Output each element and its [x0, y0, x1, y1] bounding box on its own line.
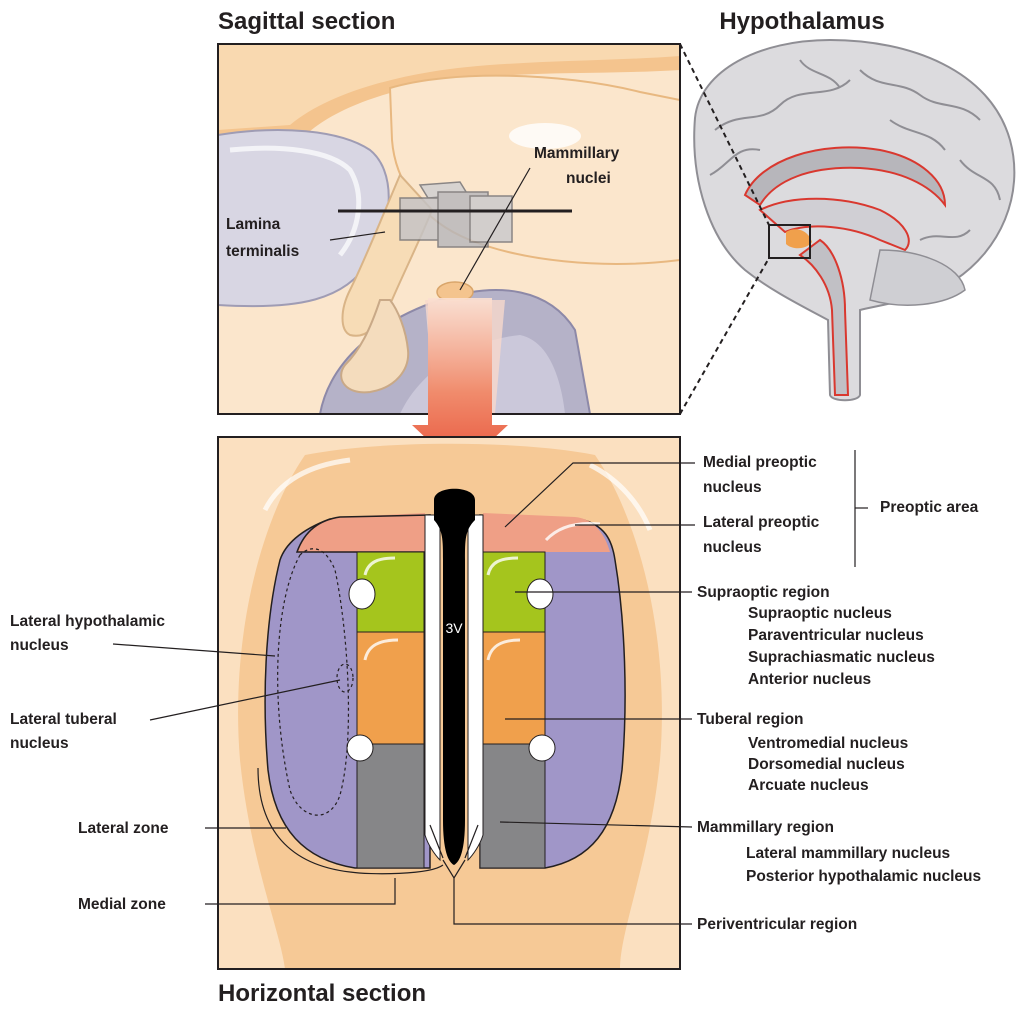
lamina-label-line1: Lamina: [226, 216, 281, 233]
lamina-label-line2: terminalis: [226, 243, 299, 260]
hypothalamus-title: Hypothalamus: [719, 8, 884, 35]
horizontal-section-panel: 3V: [218, 437, 680, 969]
supraoptic-region-label: Supraoptic region: [697, 584, 830, 601]
lateral-zone-label: Lateral zone: [78, 820, 169, 837]
arcuate-nucleus-label: Arcuate nucleus: [748, 777, 869, 794]
supraoptic-nucleus-label: Supraoptic nucleus: [748, 605, 892, 622]
horizontal-section-title: Horizontal section: [218, 980, 426, 1007]
lateral-tuberal-label-line2: nucleus: [10, 735, 69, 752]
lateral-mammillary-nucleus-label: Lateral mammillary nucleus: [746, 845, 950, 862]
brain-illustration: [680, 40, 1014, 414]
preoptic-area-label: Preoptic area: [880, 499, 979, 516]
mammillary-label-line1: Mammillary: [534, 145, 620, 162]
medial-preoptic-label-line2: nucleus: [703, 479, 762, 496]
posterior-hypothalamic-nucleus-label: Posterior hypothalamic nucleus: [746, 868, 981, 885]
lateral-hypothalamic-label-line2: nucleus: [10, 637, 69, 654]
paraventricular-nucleus-label: Paraventricular nucleus: [748, 627, 924, 644]
medial-preoptic-label-line1: Medial preoptic: [703, 454, 817, 471]
medial-zone-label: Medial zone: [78, 896, 166, 913]
lateral-hypothalamic-label-line1: Lateral hypothalamic: [10, 613, 165, 630]
mammillary-label-line2: nuclei: [566, 170, 611, 187]
lateral-preoptic-label-line2: nucleus: [703, 539, 762, 556]
ventromedial-nucleus-label: Ventromedial nucleus: [748, 735, 908, 752]
tuberal-region-label: Tuberal region: [697, 711, 804, 728]
suprachiasmatic-nucleus-label: Suprachiasmatic nucleus: [748, 649, 935, 666]
third-ventricle-label: 3V: [445, 620, 463, 636]
sagittal-section-title: Sagittal section: [218, 8, 395, 35]
anterior-nucleus-label: Anterior nucleus: [748, 671, 871, 688]
lateral-tuberal-label-line1: Lateral tuberal: [10, 711, 117, 728]
lateral-preoptic-label-line1: Lateral preoptic: [703, 514, 820, 531]
mammillary-region-label: Mammillary region: [697, 819, 834, 836]
dorsomedial-nucleus-label: Dorsomedial nucleus: [748, 756, 905, 773]
periventricular-region-label: Periventricular region: [697, 916, 857, 933]
